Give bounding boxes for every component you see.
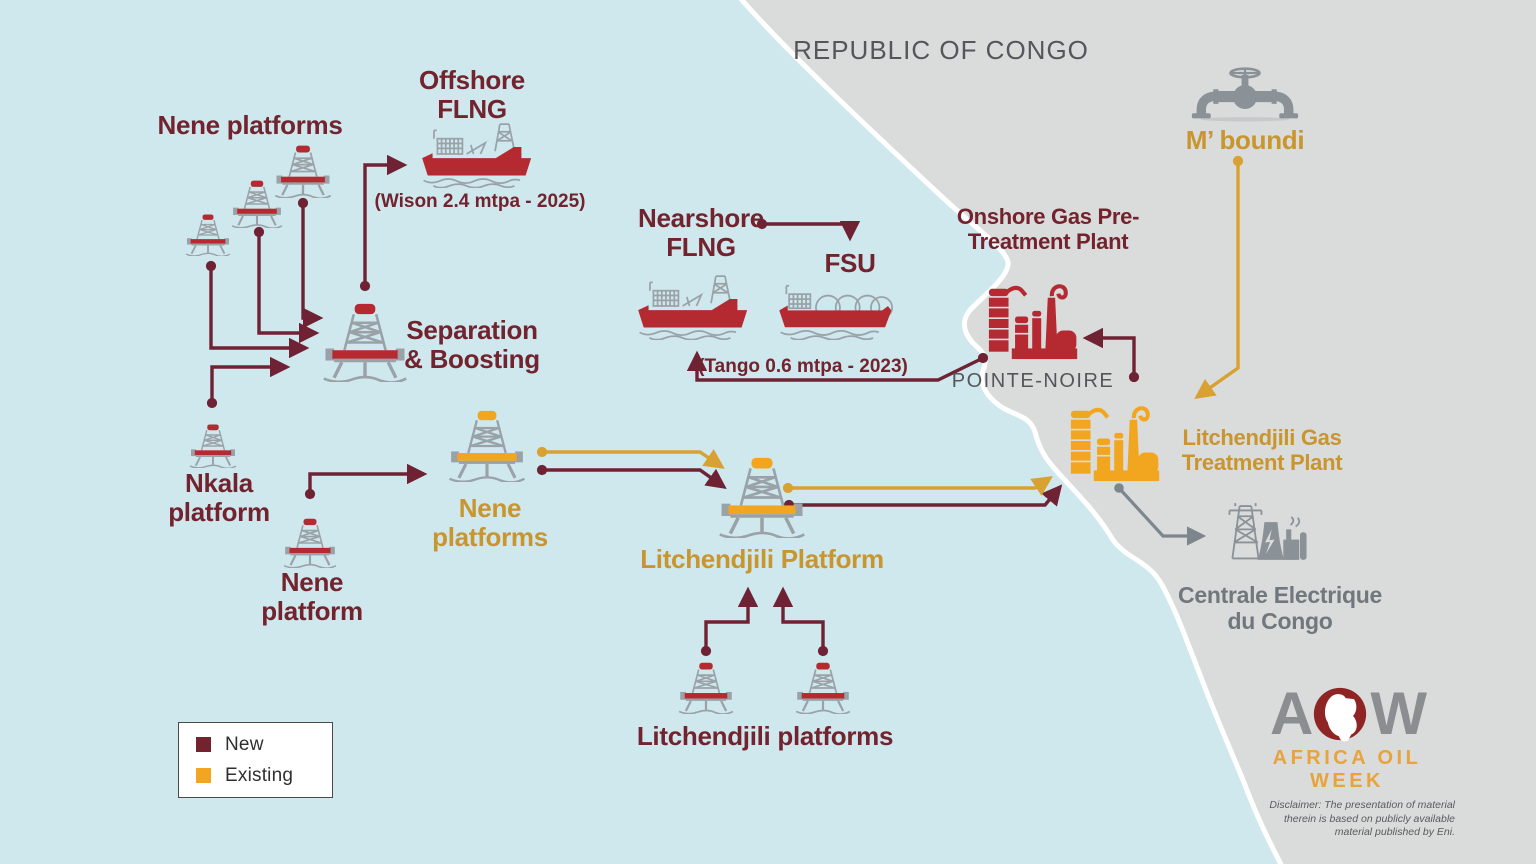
fsu-ship-icon bbox=[775, 273, 895, 340]
arrow-nene-platforms-to-litchendjili-platform-existing bbox=[536, 446, 725, 469]
arrow-nkala-to-separation bbox=[206, 356, 291, 409]
label-offshore-flng: Offshore FLNG bbox=[419, 65, 525, 125]
arrow-nene-platforms-to-litchendjili-platform-new bbox=[536, 464, 727, 489]
arrow-litchendjili-platform-to-gtp-existing bbox=[782, 476, 1053, 496]
country-label: REPUBLIC OF CONGO bbox=[793, 35, 1089, 65]
litchendjili-platform-icon bbox=[718, 457, 806, 538]
legend: New Existing bbox=[178, 722, 333, 798]
label-separation-boosting: Separation & Boosting bbox=[404, 315, 540, 375]
nkala-platform-icon bbox=[189, 424, 237, 468]
arrow-mboundi-to-gtp bbox=[1194, 155, 1244, 399]
nearshore-flng-ship-icon bbox=[634, 274, 752, 340]
separation-boosting-platform-icon bbox=[322, 303, 408, 382]
nene-platform-single-icon bbox=[283, 518, 337, 568]
arrow-separation-to-offshore-flng bbox=[359, 154, 408, 292]
label-litchendjili-platform: Litchendjili Platform bbox=[640, 544, 884, 574]
pipeline-valve-icon bbox=[1185, 66, 1305, 122]
litchendjili-platform-icon-right bbox=[795, 662, 851, 714]
aow-wordmark: AFRICA OIL WEEK bbox=[1272, 747, 1422, 792]
label-nearshore-flng: Nearshore FLNG bbox=[638, 203, 764, 263]
legend-label-new: New bbox=[225, 733, 264, 755]
legend-item-new: New bbox=[196, 734, 332, 756]
label-tango-note: (Tango 0.6 mtpa - 2023) bbox=[698, 356, 908, 377]
nene-platform-icon-3 bbox=[274, 145, 332, 198]
aow-letter-a: A bbox=[1270, 680, 1313, 747]
legend-label-existing: Existing bbox=[225, 764, 294, 786]
legend-item-existing: Existing bbox=[196, 765, 332, 787]
legend-swatch-existing bbox=[196, 768, 211, 783]
label-nene-platforms-top: Nene platforms bbox=[157, 110, 343, 140]
label-litchendjili-platforms: Litchendjili platforms bbox=[636, 721, 894, 751]
label-centrale-electrique: Centrale Electrique du Congo bbox=[1178, 582, 1382, 634]
arrow-gtp-to-centrale-electrique bbox=[1114, 483, 1207, 546]
arrow-gtp-to-onshore-plant bbox=[1082, 327, 1140, 383]
aow-logo: A W AFRICA OIL WEEK Disclaimer: The pres… bbox=[1237, 684, 1457, 840]
legend-swatch-new bbox=[196, 737, 211, 752]
arrow-litchendjili-platforms-left bbox=[700, 586, 759, 657]
label-nkala-platform: Nkala platform bbox=[168, 468, 270, 528]
arrow-litchendjili-platforms-right bbox=[772, 586, 829, 657]
litchendjili-platform-icon-left bbox=[678, 662, 734, 714]
label-nene-platform-single: Nene platform bbox=[261, 567, 363, 627]
label-fsu: FSU bbox=[824, 248, 876, 278]
label-wison-note: (Wison 2.4 mtpa - 2025) bbox=[374, 191, 586, 212]
litchendjili-gas-treatment-plant-icon bbox=[1066, 400, 1160, 482]
offshore-flng-ship-icon bbox=[418, 122, 536, 188]
aow-disclaimer: Disclaimer: The presentation of material… bbox=[1269, 799, 1455, 839]
aow-letter-w: W bbox=[1370, 680, 1427, 747]
arrow-nene1-to-separation bbox=[205, 260, 310, 359]
onshore-gas-pretreatment-plant-icon bbox=[984, 278, 1078, 360]
arrow-nearshore-to-fsu bbox=[756, 218, 861, 242]
label-litchendjili-gtp: Litchendjili Gas Treatment Plant bbox=[1181, 425, 1343, 475]
arrow-onshore-to-nearshore-flng bbox=[686, 350, 989, 382]
arrow-nene-single-to-nene-platforms bbox=[304, 463, 428, 500]
city-label-pointe-noire: POINTE-NOIRE bbox=[951, 370, 1115, 392]
label-nene-platforms-gold: Nene platforms bbox=[432, 493, 548, 553]
land-area bbox=[738, 0, 1536, 864]
power-plant-icon bbox=[1228, 500, 1308, 566]
aow-africa-globe-icon bbox=[1314, 687, 1367, 742]
label-onshore-plant: Onshore Gas Pre- Treatment Plant bbox=[956, 204, 1140, 254]
label-mboundi: M’ boundi bbox=[1185, 125, 1305, 155]
aow-logo-letters: A W bbox=[1237, 684, 1457, 744]
nene-platform-icon-1 bbox=[185, 214, 231, 256]
nene-platforms-gold-icon bbox=[448, 410, 526, 482]
arrow-litchendjili-platform-to-gtp-new bbox=[783, 484, 1063, 511]
